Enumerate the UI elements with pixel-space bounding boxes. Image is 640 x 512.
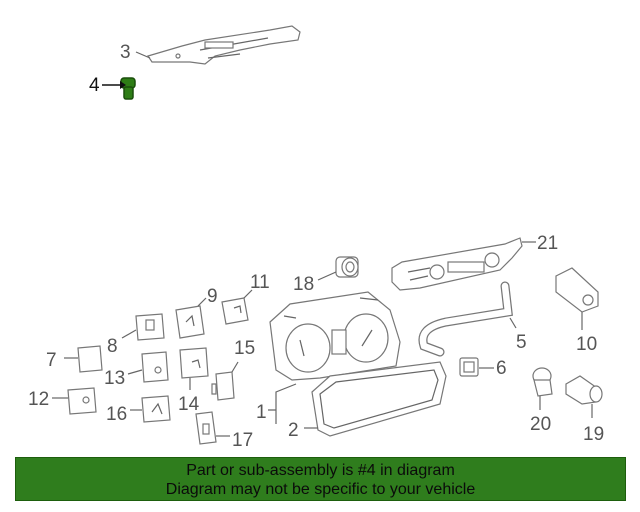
callout-8: 8 <box>107 336 118 357</box>
part-14-switch <box>179 347 209 379</box>
part-7-blank <box>77 345 103 373</box>
part-17-connector <box>195 411 217 445</box>
part-11-switch <box>221 297 249 325</box>
callout-17: 17 <box>232 430 253 451</box>
callout-18: 18 <box>293 274 314 295</box>
part-6-clip <box>459 357 479 377</box>
callout-14: 14 <box>178 394 200 415</box>
callout-12: 12 <box>28 389 49 410</box>
leader-4-arrow <box>120 81 126 89</box>
part-19-socket <box>565 375 603 405</box>
part-9-switch <box>175 305 205 339</box>
instrument-cluster <box>269 291 401 381</box>
leader-8 <box>121 329 137 339</box>
callout-20: 20 <box>530 414 551 435</box>
callout-19: 19 <box>583 424 604 445</box>
leader-3 <box>135 51 151 59</box>
callout-4: 4 <box>89 75 100 96</box>
leader-11 <box>243 289 253 299</box>
part-10-switch <box>555 267 599 313</box>
callout-13: 13 <box>104 368 125 389</box>
callout-7: 7 <box>46 350 57 371</box>
callout-3: 3 <box>120 42 131 63</box>
vehicle-note-banner: Part or sub-assembly is #4 in diagram Di… <box>15 457 626 501</box>
banner-line-2: Diagram may not be specific to your vehi… <box>165 481 476 498</box>
callout-9: 9 <box>207 286 218 307</box>
callout-15: 15 <box>234 338 255 359</box>
leader-15 <box>231 361 239 373</box>
callout-1: 1 <box>256 402 267 423</box>
banner-line-1: Part or sub-assembly is #4 in diagram <box>186 462 455 479</box>
leader-9 <box>197 297 207 307</box>
leader-5 <box>509 317 517 329</box>
callout-11: 11 <box>250 272 270 293</box>
leader-18 <box>317 271 337 281</box>
part-12-switch <box>67 387 97 415</box>
callout-5: 5 <box>516 332 527 353</box>
part-5-hose <box>418 281 513 357</box>
callout-6: 6 <box>496 358 507 379</box>
part-13-switch <box>141 351 169 383</box>
part-4-clip <box>120 77 136 100</box>
part-3-bracket <box>147 25 301 65</box>
part-16-switch <box>141 395 171 423</box>
callout-21: 21 <box>537 233 558 254</box>
part-2-lens <box>311 361 447 437</box>
callout-10: 10 <box>576 334 597 355</box>
part-18-switch <box>335 256 359 278</box>
leader-1 <box>268 383 297 424</box>
part-20-socket <box>532 367 553 397</box>
part-8-switch <box>135 313 165 341</box>
callout-16: 16 <box>106 404 127 425</box>
callout-2: 2 <box>288 420 299 441</box>
part-21-control-panel <box>391 237 523 291</box>
part-15-connector <box>211 371 235 401</box>
leader-13 <box>127 369 143 375</box>
